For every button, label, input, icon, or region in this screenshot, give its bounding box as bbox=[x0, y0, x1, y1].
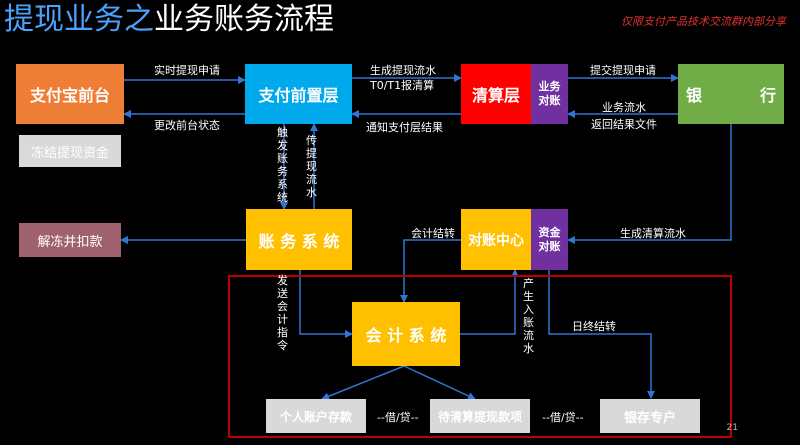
arrow-to-pending bbox=[403, 365, 476, 400]
pending-withdraw-label: 待清算提现款项 bbox=[437, 409, 522, 424]
funds-recon-label: 资金对账 bbox=[538, 225, 561, 253]
share-note: 仅限支付产品技术交流群内部分享 bbox=[621, 15, 786, 28]
label-gen-flow-2: T0/T1报清算 bbox=[370, 79, 435, 92]
clearing-label: 清算层 bbox=[471, 86, 520, 105]
bank-node: 银 行 bbox=[678, 64, 784, 124]
bank-label-1: 银 bbox=[686, 86, 703, 105]
label-trigger-account: 触发账务系统 bbox=[277, 126, 288, 204]
pending-withdraw-node: 待清算提现款项 bbox=[430, 399, 530, 433]
label-debit-credit-2: --借/贷-- bbox=[542, 411, 584, 424]
label-clearing-flow: 生成清算流水 bbox=[620, 227, 686, 240]
unfreeze-label: 解冻并扣款 bbox=[37, 234, 103, 250]
label-submit: 提交提现申请 bbox=[590, 64, 656, 77]
account-system-node: 账 务 系 统 bbox=[246, 209, 352, 270]
accounting-frame bbox=[228, 275, 732, 438]
accounting-system-node: 会 计 系 统 bbox=[352, 302, 460, 366]
label-debit-credit-1: --借/贷-- bbox=[377, 411, 419, 424]
label-daily-transfer: 日终结转 bbox=[572, 320, 616, 333]
recon-center-node: 对账中心 bbox=[461, 209, 531, 270]
funds-recon-node: 资金对账 bbox=[531, 209, 568, 270]
bank-special-label: 银存专户 bbox=[623, 410, 676, 426]
label-send-instruction: 发送会计指令 bbox=[277, 274, 288, 352]
payment-front-label: 支付前置层 bbox=[258, 86, 339, 105]
personal-deposit-node: 个人账户存款 bbox=[266, 399, 366, 433]
label-biz-flow: 业务流水 bbox=[602, 101, 646, 114]
clearing-node: 清算层 bbox=[461, 64, 531, 124]
business-recon-node: 业务对账 bbox=[531, 64, 568, 124]
account-system-label: 账 务 系 统 bbox=[258, 231, 340, 251]
bank-label-2: 行 bbox=[759, 86, 776, 105]
label-transfer-flow: 传提现流水 bbox=[306, 134, 317, 199]
arrow-daily-transfer bbox=[548, 270, 655, 399]
label-entry-flow: 产生入账流水 bbox=[523, 277, 534, 355]
label-accounting-transfer: 会计结转 bbox=[411, 227, 455, 240]
freeze-funds-node: 冻结提现资金 bbox=[19, 135, 121, 167]
arrow-send-instruction bbox=[299, 270, 353, 338]
alipay-front-label: 支付宝前台 bbox=[29, 86, 110, 105]
accounting-system-label: 会 计 系 统 bbox=[365, 326, 447, 345]
label-notify: 通知支付层结果 bbox=[366, 121, 443, 134]
label-change-status: 更改前台状态 bbox=[154, 119, 220, 132]
personal-deposit-label: 个人账户存款 bbox=[279, 409, 352, 424]
arrow-to-personal bbox=[321, 365, 405, 401]
label-realtime-request: 实时提现申请 bbox=[154, 64, 220, 77]
label-return-file: 返回结果文件 bbox=[591, 118, 657, 131]
freeze-funds-label: 冻结提现资金 bbox=[30, 145, 109, 161]
page-title: 提现业务之业务账务流程 bbox=[4, 0, 334, 40]
title-highlight: 提现业务之 bbox=[4, 2, 154, 37]
arrow-entry-flow bbox=[460, 269, 519, 335]
business-recon-label: 业务对账 bbox=[538, 80, 561, 107]
unfreeze-node: 解冻并扣款 bbox=[19, 223, 121, 257]
bank-special-node: 银存专户 bbox=[600, 399, 700, 433]
label-gen-flow-1: 生成提现流水 bbox=[370, 64, 436, 77]
title-main: 业务账务流程 bbox=[154, 2, 334, 37]
page-number: 21 bbox=[726, 423, 738, 433]
arrow-accounting-transfer bbox=[400, 239, 461, 303]
arrow-clearing-flow bbox=[567, 124, 732, 244]
alipay-front-node: 支付宝前台 bbox=[16, 64, 124, 124]
payment-front-node: 支付前置层 bbox=[245, 64, 352, 124]
recon-center-label: 对账中心 bbox=[468, 232, 524, 249]
